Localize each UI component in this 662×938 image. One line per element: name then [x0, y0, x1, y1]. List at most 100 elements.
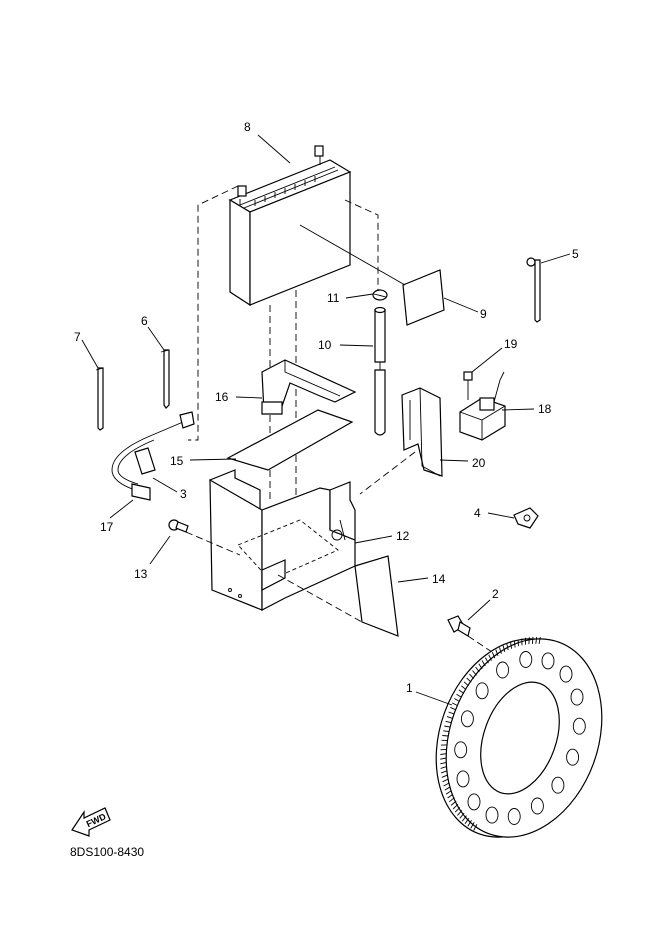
- cable-band-7: [95, 367, 104, 431]
- disc-tooth: [440, 766, 447, 769]
- brake-disc: [435, 636, 603, 838]
- disc-hole: [572, 717, 586, 735]
- disc-tooth: [531, 636, 534, 644]
- callout-3: 3: [180, 487, 187, 501]
- disc-tooth: [481, 660, 486, 667]
- disc-tooth: [463, 681, 469, 687]
- disc-tooth: [440, 753, 447, 755]
- disc-tooth: [445, 790, 452, 795]
- disc-tooth: [469, 673, 475, 680]
- callout-17: 17: [100, 520, 114, 534]
- clip: [513, 507, 539, 529]
- battery-band: [261, 359, 357, 415]
- disc-tooth: [443, 730, 450, 733]
- disc-tooth: [478, 663, 483, 670]
- callout-15: 15: [170, 454, 184, 468]
- disc-tooth: [459, 812, 465, 819]
- cable-band-6: [160, 349, 170, 409]
- disc-tooth: [475, 666, 480, 673]
- callout-8: 8: [244, 120, 251, 134]
- disc-tooth: [464, 817, 470, 825]
- disc-hole: [566, 748, 580, 766]
- disc-tooth: [513, 640, 516, 648]
- disc-tooth: [485, 657, 489, 664]
- disc-tooth: [447, 793, 454, 799]
- disc-tooth: [467, 820, 472, 827]
- disc-tooth: [470, 822, 475, 829]
- disc-hole: [519, 651, 533, 668]
- hose-clamp: [372, 289, 388, 301]
- disc-tooth: [446, 716, 453, 719]
- disc-tooth: [440, 770, 448, 774]
- bolt-13-dash: [185, 531, 241, 556]
- disc-hole: [496, 661, 510, 679]
- disc-hole: [485, 806, 499, 824]
- disc-tooth: [535, 636, 538, 644]
- disc-hole: [456, 770, 470, 788]
- disc-hole: [570, 688, 584, 706]
- case-cover: [354, 555, 399, 637]
- disc-tooth: [442, 735, 449, 737]
- callout-16: 16: [215, 390, 229, 404]
- starter-relay: [459, 371, 506, 441]
- battery-case: [209, 469, 356, 611]
- lead-holder: [134, 447, 156, 475]
- disc-tooth: [440, 748, 447, 751]
- bolt-2-dash: [467, 635, 493, 653]
- diagram-code: 8DS100-8430: [70, 845, 145, 859]
- disc-tooth: [452, 803, 459, 810]
- disc-tooth: [454, 807, 461, 813]
- disc-tooth: [440, 761, 447, 765]
- callout-18: 18: [538, 402, 552, 416]
- disc-hole: [460, 710, 474, 728]
- disc-tooth: [472, 670, 477, 676]
- disc-tooth: [450, 706, 457, 711]
- bolt-13: [168, 519, 189, 533]
- callout-6: 6: [141, 314, 148, 328]
- disc-tooth: [441, 774, 448, 778]
- disc-tooth: [445, 720, 452, 724]
- breather-hose: [374, 306, 386, 436]
- disc-tooth: [457, 809, 463, 816]
- disc-tooth: [461, 815, 467, 822]
- bolt-2: [447, 615, 471, 637]
- callout-19: 19: [504, 337, 518, 351]
- case-dash: [277, 574, 363, 623]
- cable-band-5: [526, 257, 541, 323]
- disc-tooth: [506, 643, 509, 651]
- disc-hole: [454, 741, 468, 759]
- disc-hole: [530, 797, 544, 815]
- disc-tooth: [444, 786, 451, 791]
- disc-tooth: [450, 800, 457, 806]
- callout-7: 7: [74, 330, 81, 344]
- relay-screw: [463, 371, 473, 400]
- callout-13: 13: [134, 567, 148, 581]
- disc-tooth: [491, 652, 496, 659]
- disc-tooth: [502, 645, 506, 653]
- disc-tooth: [454, 698, 460, 702]
- callout-leaders: [81, 134, 571, 706]
- disc-tooth: [499, 647, 502, 654]
- disc-tooth: [538, 636, 541, 644]
- disc-hole: [551, 776, 565, 794]
- disc-hole: [475, 682, 489, 700]
- fwd-arrow-icon: FWD: [71, 807, 111, 837]
- disc-hole: [559, 665, 573, 683]
- disc-tooth: [456, 693, 462, 698]
- disc-tooth: [466, 677, 472, 683]
- callout-14: 14: [432, 572, 446, 586]
- disc-tooth: [517, 639, 519, 647]
- battery-dash-right: [344, 199, 379, 290]
- callout-5: 5: [572, 247, 579, 261]
- callout-20: 20: [472, 456, 486, 470]
- relay-dash: [359, 451, 416, 495]
- disc-tooth: [442, 778, 449, 783]
- disc-tooth: [440, 757, 447, 760]
- callout-11: 11: [327, 291, 340, 305]
- disc-tooth: [495, 649, 499, 657]
- callout-4: 4: [474, 506, 481, 520]
- callout-10: 10: [318, 338, 332, 352]
- callout-9: 9: [480, 307, 487, 321]
- lead-wire: [111, 411, 195, 501]
